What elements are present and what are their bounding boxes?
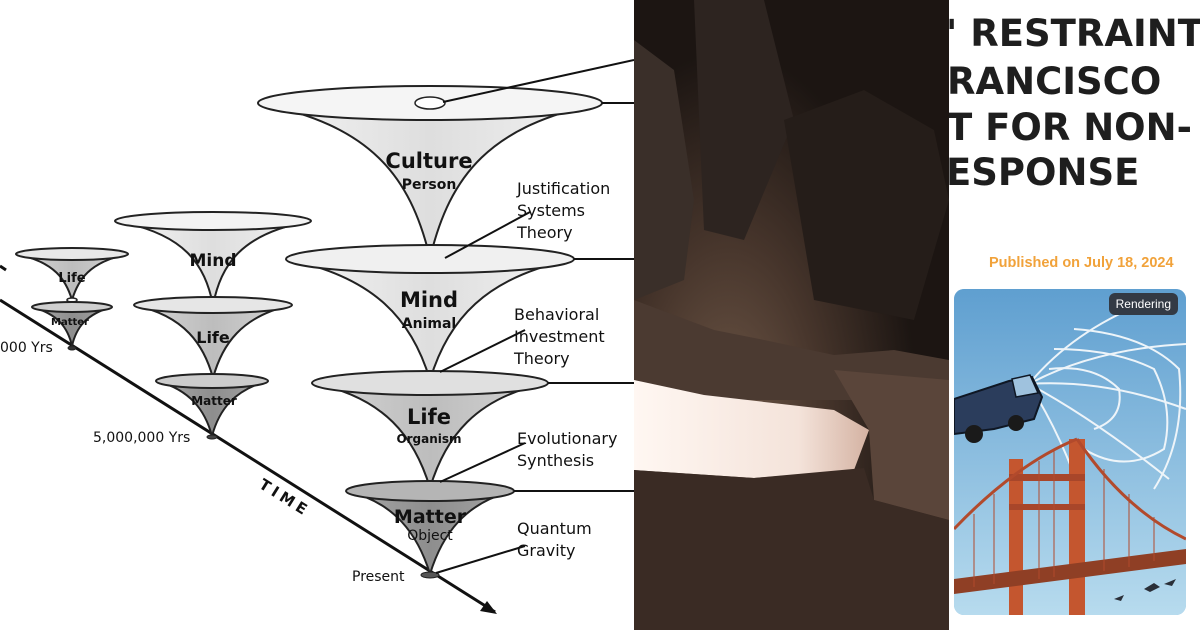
rendering-badge: Rendering xyxy=(1108,293,1178,315)
theory-qg-line1: Quantum xyxy=(517,519,592,538)
label-big-matter-sub: Object xyxy=(407,528,453,544)
theory-jst-line1: Justification xyxy=(516,179,610,198)
label-big-mind: Mind xyxy=(400,288,458,312)
timeline-label-1: 000 Yrs xyxy=(0,340,53,356)
headline-line-1: ' RESTRAINT xyxy=(949,12,1200,55)
label-big-life-sub: Organism xyxy=(396,432,461,446)
theory-jst-line3: Theory xyxy=(516,223,573,242)
theory-qg-line2: Gravity xyxy=(517,541,575,560)
published-date: Published on July 18, 2024 xyxy=(989,255,1174,271)
label-big-matter: Matter xyxy=(394,506,467,528)
comic-illustration-svg xyxy=(954,289,1186,615)
label-small-life: Life xyxy=(58,271,85,286)
theory-es-line2: Synthesis xyxy=(517,451,594,470)
headline-line-3: T FOR NON- xyxy=(949,106,1192,149)
news-article: ' RESTRAINT RANCISCO T FOR NON- ESPONSE … xyxy=(949,0,1200,630)
time-axis-label: TIME xyxy=(256,475,314,520)
time-axis xyxy=(0,298,496,614)
cone-diagram-svg: Life Matter Mind Life Matter Culture Per… xyxy=(0,59,634,614)
connector-lines xyxy=(435,59,634,574)
big-cone-life xyxy=(311,370,549,493)
dark-photo-svg xyxy=(634,0,949,630)
headline-line-2: RANCISCO xyxy=(949,60,1162,103)
big-cone-matter xyxy=(345,480,515,579)
theory-jst-line2: Systems xyxy=(517,201,585,220)
label-big-culture: Culture xyxy=(385,149,472,173)
small-cone-life xyxy=(15,247,129,304)
comic-illustration: Rendering xyxy=(954,289,1186,615)
label-big-culture-sub: Person xyxy=(402,177,457,193)
theory-bit-line2: Investment xyxy=(514,327,605,346)
headline-line-4: ESPONSE xyxy=(949,151,1140,194)
time-axis-arrowhead xyxy=(480,601,497,614)
label-mid-life: Life xyxy=(196,328,230,347)
theory-bit-line3: Theory xyxy=(513,349,570,368)
cone-diagram: Life Matter Mind Life Matter Culture Per… xyxy=(0,59,634,614)
label-mid-mind: Mind xyxy=(189,251,236,271)
dark-photo xyxy=(634,0,949,630)
label-big-life: Life xyxy=(407,405,451,429)
timeline-label-2: 5,000,000 Yrs xyxy=(93,430,190,446)
theory-es-line1: Evolutionary xyxy=(517,429,617,448)
label-mid-matter: Matter xyxy=(191,394,237,408)
label-small-matter: Matter xyxy=(51,317,89,328)
theory-bit-line1: Behavioral xyxy=(514,305,599,324)
mid-cone-matter xyxy=(155,373,269,440)
timeline-label-present: Present xyxy=(352,569,405,585)
label-big-mind-sub: Animal xyxy=(402,316,456,332)
small-cone-matter xyxy=(31,301,113,351)
